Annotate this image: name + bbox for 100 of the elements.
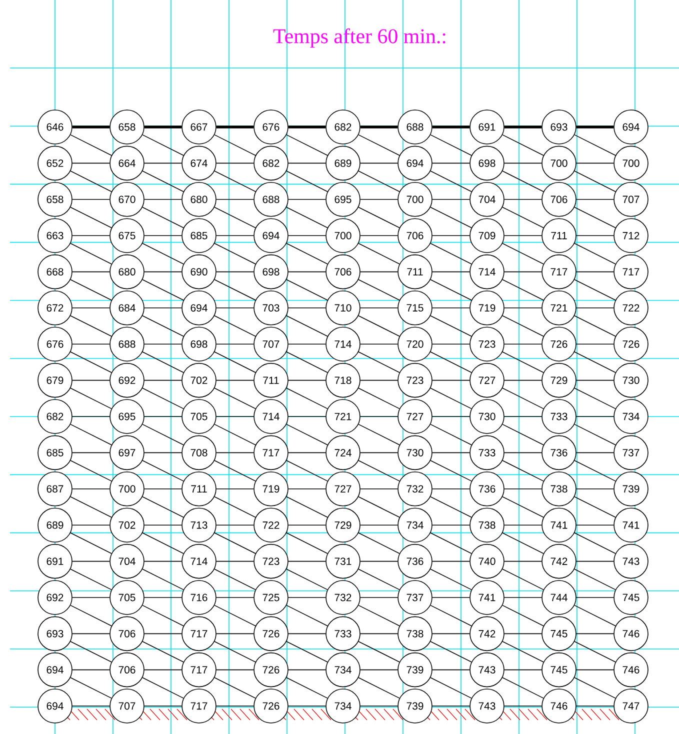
node-label: 739 [406,702,424,710]
connector-line [358,315,400,337]
connector-line [142,206,184,228]
connector-line [502,568,544,590]
connector-line [144,235,182,236]
connector-line [214,568,256,590]
connector-line [288,162,326,164]
connector-line [504,235,542,236]
connector-line [360,524,398,526]
connector-line [286,677,328,699]
connector-line [142,496,184,518]
connector-line [432,416,470,417]
connector-line [576,524,614,526]
connector-line [574,532,616,554]
connector-line [502,279,544,300]
connector-line [142,279,184,300]
connector-line [358,134,400,156]
connector-line [142,568,184,590]
connector-line [144,416,182,417]
connector-line [214,604,256,626]
connector-line [502,315,544,337]
connector-line [72,235,110,236]
connector-line [504,199,542,200]
connector-line [70,315,112,337]
connector-line [504,560,542,562]
connector-line [432,162,470,164]
connector-line [142,532,184,554]
connector-line [576,488,614,490]
connector-line [216,416,254,417]
connector-line [574,352,616,373]
connector-line [574,677,616,699]
connector-line [358,641,400,662]
connector-line [502,641,544,662]
connector-line [288,380,326,381]
connector-line [216,162,254,164]
connector-line [288,597,326,598]
connector-line [214,134,256,156]
connector-line [142,677,184,699]
connector-line [144,126,182,128]
connector-line [214,388,256,410]
connector-line [214,315,256,337]
node-label: 743 [478,702,496,710]
connector-line [504,669,542,670]
connector-line [72,416,110,417]
connector-line [144,380,182,381]
connector-line [574,424,616,446]
connector-line [504,380,542,381]
connector-line [504,524,542,526]
connector-line [432,524,470,526]
connector-line [214,532,256,554]
connector-line [142,604,184,626]
connector-line [358,677,400,699]
connector-line [574,315,616,337]
connector-line [360,235,398,236]
connector-line [360,452,398,454]
connector-line [142,424,184,446]
connector-line [70,206,112,228]
connector-line [214,279,256,300]
connector-line [358,496,400,518]
connector-line [574,460,616,482]
connector-line [358,388,400,410]
connector-line [70,604,112,626]
connector-line [70,388,112,410]
connector-line [70,641,112,662]
connector-line [576,597,614,598]
connector-line [502,352,544,373]
connector-line [142,388,184,410]
connector-line [502,532,544,554]
connector-line [286,206,328,228]
connector-line [504,162,542,164]
connector-line [286,532,328,554]
connector-line [72,560,110,562]
connector-line [72,669,110,670]
connector-line [430,424,472,446]
connector-line [216,669,254,670]
connector-line [576,162,614,164]
connector-line [576,271,614,272]
connector-line [214,496,256,518]
connector-line [576,235,614,236]
connector-line [504,416,542,417]
connector-line [214,206,256,228]
connector-line [288,416,326,417]
connector-line [286,352,328,373]
connector-line [214,677,256,699]
connector-line [430,315,472,337]
connector-line [144,597,182,598]
connector-line [502,206,544,228]
connector-line [70,170,112,192]
connector-line [430,604,472,626]
connector-line [72,271,110,272]
connector-line [72,452,110,454]
connector-line [504,633,542,634]
connector-line [360,162,398,164]
connector-line [432,488,470,490]
connector-line [360,199,398,200]
connector-line [288,452,326,454]
connector-line [144,162,182,164]
connector-line [144,633,182,634]
connector-line [430,170,472,192]
connector-line [432,669,470,670]
